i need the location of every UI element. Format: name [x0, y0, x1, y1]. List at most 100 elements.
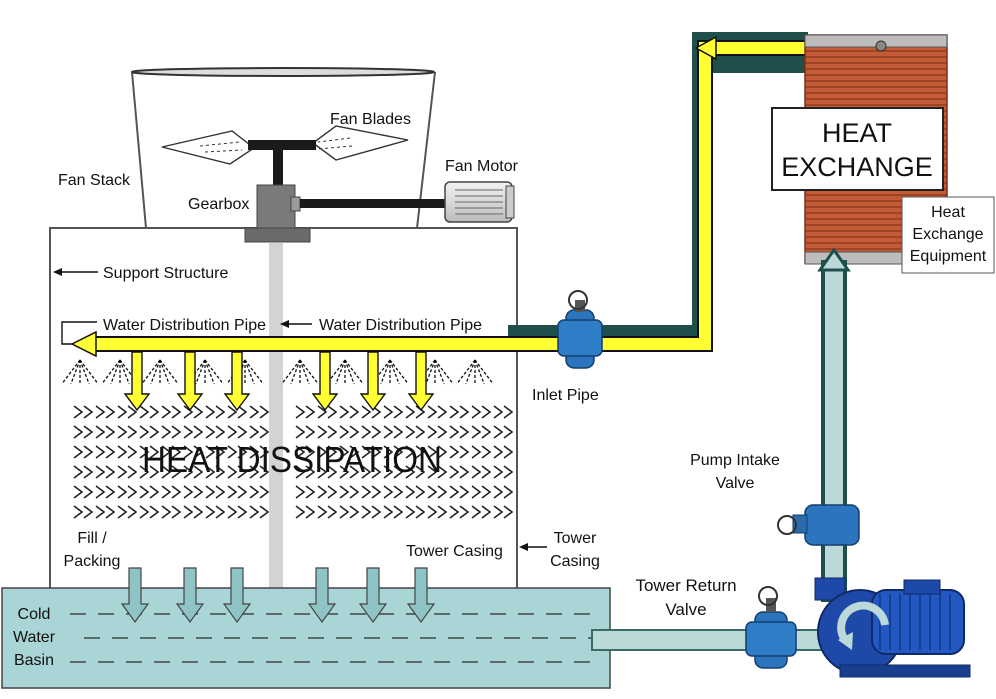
fill-chevron — [295, 505, 316, 519]
fill-chevron — [383, 505, 404, 519]
inlet-pipe-label: Inlet Pipe — [532, 387, 599, 404]
fill-chevron — [117, 505, 138, 519]
fill-chevron — [295, 445, 316, 459]
fill-chevron — [361, 485, 382, 499]
gearbox-label: Gearbox — [188, 196, 249, 213]
fill-chevron — [183, 465, 204, 479]
heat-exchange-equipment-label-line1: Heat — [931, 204, 965, 221]
fill-chevron — [339, 405, 360, 419]
pump-intake-pipe — [817, 247, 851, 602]
support-structure-pointer — [53, 268, 98, 276]
fill-chevron — [73, 445, 94, 459]
spray — [326, 359, 364, 385]
fill-chevron — [227, 505, 248, 519]
fill-chevron — [471, 445, 492, 459]
fill-chevron — [427, 465, 448, 479]
fill-chevron — [449, 405, 470, 419]
fill-chevron — [493, 405, 514, 419]
fill-packing-label-line1: Fill / — [77, 530, 107, 547]
spray — [186, 359, 224, 385]
fill-chevron — [205, 485, 226, 499]
fill-chevron — [471, 425, 492, 439]
fan-motor-label: Fan Motor — [445, 158, 519, 175]
fill-chevron — [427, 405, 448, 419]
fill-chevron — [493, 465, 514, 479]
hot-water-down-arrow — [123, 351, 151, 412]
hot-water-down-arrow — [407, 351, 435, 412]
fill-chevron — [117, 405, 138, 419]
fill-chevron — [161, 465, 182, 479]
fill-chevron — [317, 505, 338, 519]
tower-casing-pointer — [519, 543, 547, 551]
fill-chevron — [361, 445, 382, 459]
fan-motor — [444, 181, 515, 223]
fill-chevron — [493, 425, 514, 439]
heat-exchange-label-line1: HEAT — [822, 118, 892, 148]
fill-chevron — [95, 405, 116, 419]
heat-exchange-equipment-box — [901, 196, 995, 274]
fill-chevron — [183, 485, 204, 499]
pump-intake-valve-label-line1: Pump Intake — [690, 452, 780, 469]
tower-casing — [49, 227, 518, 594]
cold-water-down-arrow — [307, 567, 337, 624]
water-distribution-pipe-left-label: Water Distribution Pipe — [103, 317, 266, 334]
fill-chevron — [117, 485, 138, 499]
fill-chevron — [427, 425, 448, 439]
heat-exchange-label-line2: EXCHANGE — [781, 152, 933, 182]
hot-water-down-arrow — [176, 351, 204, 412]
fill-chevron — [295, 485, 316, 499]
fill-chevron — [249, 465, 270, 479]
fill-chevron — [117, 445, 138, 459]
fill-chevron — [339, 505, 360, 519]
fill-chevron — [95, 445, 116, 459]
cold-water-basin-label-line2: Water — [13, 629, 56, 646]
fan-stack-label: Fan Stack — [58, 172, 131, 189]
fill-chevron — [249, 425, 270, 439]
tower-casing-inner-label: Tower Casing — [406, 543, 503, 560]
fill-chevron — [493, 505, 514, 519]
fill-chevron — [183, 425, 204, 439]
fill-chevron — [73, 425, 94, 439]
fill-chevron — [383, 485, 404, 499]
spray — [141, 359, 179, 385]
fill-chevron — [405, 505, 426, 519]
tower-casing-outer-label-line1: Tower — [554, 530, 597, 547]
tower-return-valve — [745, 586, 797, 669]
heat-exchange-box — [771, 107, 944, 191]
fan-blades-label: Fan Blades — [330, 111, 411, 128]
fill-chevron — [249, 445, 270, 459]
tower-return-valve-label-line2: Valve — [665, 600, 706, 619]
fill-chevron — [383, 405, 404, 419]
fill-chevron — [449, 505, 470, 519]
fill-chevron — [161, 445, 182, 459]
fill-chevron — [73, 485, 94, 499]
fill-chevron — [117, 465, 138, 479]
basin-water-lines — [70, 613, 604, 663]
fill-chevron — [449, 445, 470, 459]
hot-water-down-arrow — [223, 351, 251, 412]
heat-exchange-equipment-label-line2: Exchange — [912, 226, 983, 243]
fill-chevron — [73, 505, 94, 519]
fill-chevron — [405, 465, 426, 479]
spray-nozzles — [61, 359, 494, 385]
fill-chevron — [73, 465, 94, 479]
hot-water-down-arrow — [359, 351, 387, 412]
fill-chevron — [73, 405, 94, 419]
cold-water-basin-label-line1: Cold — [18, 606, 51, 623]
fill-chevron — [427, 445, 448, 459]
hot-water-down-arrow — [311, 351, 339, 412]
fill-chevron — [317, 485, 338, 499]
fill-chevron — [227, 485, 248, 499]
fill-chevron — [139, 405, 160, 419]
fill-chevron — [383, 445, 404, 459]
fill-chevron — [139, 425, 160, 439]
fill-chevron — [317, 465, 338, 479]
fill-chevron — [449, 485, 470, 499]
fill-chevron — [471, 465, 492, 479]
cold-water-down-arrows — [120, 567, 436, 624]
fill-chevron — [339, 425, 360, 439]
center-shaft — [269, 243, 283, 588]
cold-water-down-arrow — [120, 567, 150, 624]
